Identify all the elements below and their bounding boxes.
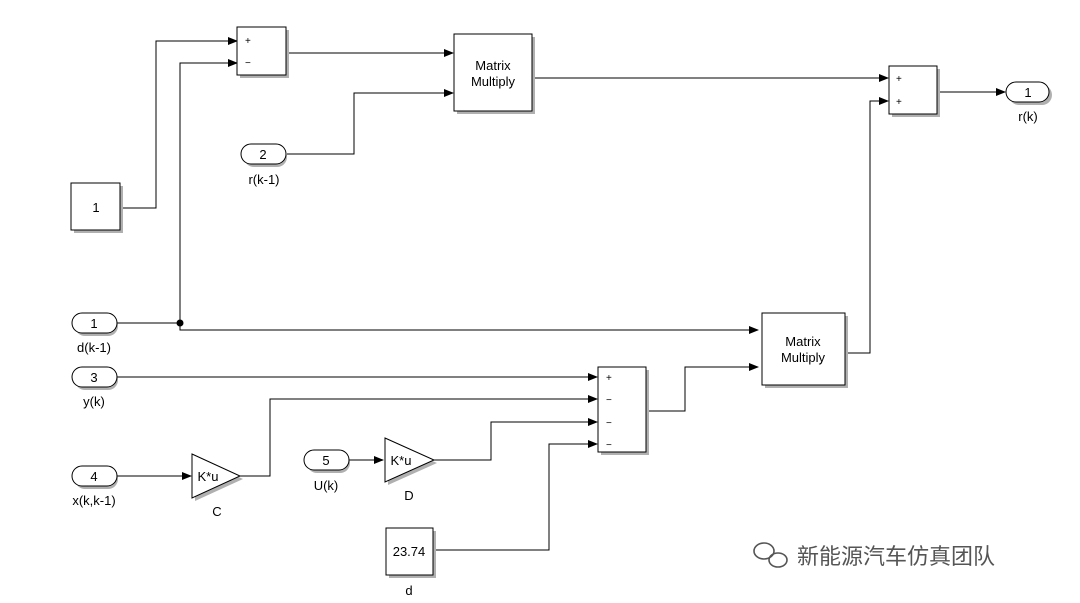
wire-const1-sum1[interactable] <box>120 37 238 209</box>
sum3-sign-2: − <box>606 395 612 406</box>
mm1-line1: Matrix <box>475 58 511 73</box>
gainC-label: C <box>212 504 221 519</box>
matrix-multiply-block-1[interactable]: Matrix Multiply <box>453 33 535 114</box>
wire-dk1-sum1[interactable] <box>179 59 238 323</box>
inport4-number: 4 <box>90 469 97 484</box>
sum1-sign-2: − <box>245 58 251 69</box>
matrix-multiply-block-2[interactable]: Matrix Multiply <box>761 312 848 388</box>
mm1-line2: Multiply <box>471 74 516 89</box>
wechat-icon <box>753 542 788 568</box>
inport1-label: d(k-1) <box>77 340 111 355</box>
inport5-number: 5 <box>322 453 329 468</box>
sum2-sign-1: + <box>896 74 902 85</box>
sum1-sign-1: + <box>245 36 251 47</box>
mm2-line2: Multiply <box>781 350 826 365</box>
outport-rk[interactable]: 1 r(k) <box>1005 81 1052 124</box>
inport2-label: r(k-1) <box>248 172 279 187</box>
gainD-text: K*u <box>391 453 412 468</box>
sum-block-2[interactable]: + + <box>888 65 940 117</box>
sum-block-3[interactable]: + − − − <box>597 366 649 455</box>
inport3-label: y(k) <box>83 394 105 409</box>
wire-gainC-sum3[interactable] <box>240 395 598 477</box>
sum3-sign-1: + <box>606 373 612 384</box>
watermark: 新能源汽车仿真团队 <box>753 542 995 570</box>
wire-mm2-sum2[interactable] <box>846 97 889 354</box>
wire-rk1-mm1[interactable] <box>287 89 454 155</box>
signal-lines <box>117 37 1006 551</box>
inport5-label: U(k) <box>314 478 339 493</box>
gain-block-D[interactable]: K*u D <box>384 437 437 503</box>
inport-uk[interactable]: 5 U(k) <box>303 449 350 493</box>
sum3-sign-4: − <box>606 440 612 451</box>
gainD-label: D <box>404 488 413 503</box>
watermark-text: 新能源汽车仿真团队 <box>797 545 995 570</box>
wire-dk1-mm2[interactable] <box>117 322 759 334</box>
inport3-number: 3 <box>90 370 97 385</box>
sum3-sign-3: − <box>606 418 612 429</box>
inport-yk[interactable]: 3 y(k) <box>71 366 118 409</box>
gain-block-C[interactable]: K*u C <box>191 453 243 519</box>
constant-block-d[interactable]: 23.74 d <box>385 527 436 598</box>
wire-d-sum3[interactable] <box>433 440 598 551</box>
gainC-text: K*u <box>198 469 219 484</box>
constant-one-value: 1 <box>92 200 99 215</box>
constant-block-one[interactable]: 1 <box>70 182 123 233</box>
sum2-sign-2: + <box>896 97 902 108</box>
wire-sum3-mm2[interactable] <box>647 363 759 412</box>
inport-dk-1[interactable]: 1 d(k-1) <box>71 312 118 355</box>
inport-rk-1[interactable]: 2 r(k-1) <box>240 143 287 187</box>
outport-number: 1 <box>1024 85 1031 100</box>
mm2-line1: Matrix <box>785 334 821 349</box>
inport4-label: x(k,k-1) <box>72 493 115 508</box>
inport1-number: 1 <box>90 316 97 331</box>
branch-point <box>176 319 184 327</box>
sum-block-1[interactable]: + − <box>236 26 289 78</box>
wire-gainD-sum3[interactable] <box>434 418 598 461</box>
inport-xk[interactable]: 4 x(k,k-1) <box>71 465 118 508</box>
constant-d-value: 23.74 <box>393 544 426 559</box>
outport-label: r(k) <box>1018 109 1038 124</box>
inport2-number: 2 <box>259 147 266 162</box>
constant-d-label: d <box>405 583 412 598</box>
